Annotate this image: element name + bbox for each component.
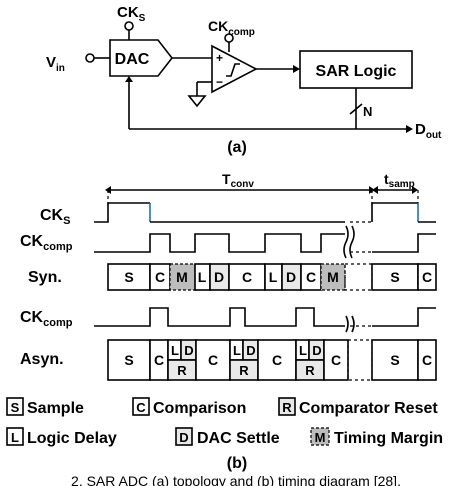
comparator-minus: − [216,75,223,89]
asyn-cell-text: C [272,352,282,368]
asyn-cell [417,339,437,381]
legend-label: Timing Margin [334,430,443,447]
syn-cell-text: D [286,269,296,285]
legend-key-box [6,397,24,416]
row-label-cks: CKS [40,207,70,227]
asyn-cell-text: S [390,352,399,368]
asyn-cell-text: D [312,343,321,358]
asyn-cell-text: R [305,363,315,378]
legend-key: M [315,430,326,445]
tconv-label: Tconv [222,171,254,190]
dac-label: DAC [115,51,150,68]
asyn-cell-text: L [299,343,307,358]
legend-key-box [310,427,330,446]
legend-label: DAC Settle [197,430,280,447]
asyn-cell-text: R [239,363,249,378]
asyn-cell-text: D [184,343,193,358]
legend-key: L [11,430,19,445]
legend-key: R [282,400,292,415]
syn-cell-text: C [306,269,316,285]
syn-cell-text: C [155,269,165,285]
asyn-break-gap [347,339,373,381]
syn-cell-text: M [327,269,339,285]
dac-block [109,39,174,77]
bus-width-label: N [363,104,372,119]
row-label-ckcomp-asyn: CKcomp [20,309,73,329]
dout-label: Dout [415,121,442,141]
caption-b: (b) [227,455,247,472]
ckcomp-top-label: CKcomp [208,18,255,38]
row-label-ckcomp-syn: CKcomp [20,233,73,253]
legend-key: D [179,430,188,445]
vin-label: Vin [46,54,65,74]
asyn-cell-text: C [422,352,432,368]
asyn-cell-text: D [246,343,255,358]
syn-cell [417,263,437,291]
row-label-syn: Syn. [28,269,62,286]
syn-cell-text: C [242,269,252,285]
figure-caption: 2. SAR ADC (a) topology and (b) timing d… [71,473,401,486]
syn-cell-text: L [269,269,278,285]
syn-cell [371,263,419,291]
legend-key: S [11,400,20,415]
legend-label: Comparator Reset [299,400,438,417]
vin-terminal [85,53,95,63]
legend-key-box [175,427,193,446]
ground-symbol [187,95,207,108]
ckcomp-asyn-waveform [94,307,345,327]
syn-break-gap [344,263,373,291]
dout-arrow [406,125,413,133]
syn-cell-text: M [176,269,188,285]
syn-cell-text: D [214,269,224,285]
asyn-cell [107,339,151,381]
sar-logic-block [299,50,413,89]
asyn-cell-text: C [331,352,341,368]
ckcomp-syn-waveform [94,233,345,253]
syn-row: S C M L D C L D C M S C [107,263,437,291]
legend-label: Sample [27,400,84,417]
cks-waveform [94,202,150,223]
cks-top-label: CKS [117,4,146,24]
legend-label: Comparison [153,400,246,417]
asyn-cell-text: L [171,343,179,358]
arrow-to-sar [293,65,300,73]
cks-terminal [124,21,134,31]
tsamp-label: tsamp [384,171,415,190]
legend-key: C [136,400,146,415]
caption-a: (a) [227,139,247,156]
syn-cell-text: S [390,269,399,285]
legend: S Sample C Comparison R Comparator Reset… [6,397,443,447]
legend-key-box [132,397,150,416]
syn-cell-text: L [198,269,207,285]
legend-key-box [6,427,24,446]
feedback-arrow [125,76,133,82]
legend-label: Logic Delay [27,430,117,447]
asyn-cell-text: C [208,352,218,368]
asyn-cell-text: C [154,352,164,368]
asyn-cell [257,339,297,381]
row-label-asyn: Asyn. [20,351,64,368]
timing-diagram: Tconv tsamp CKS CKcomp Syn. CKcomp Asyn. [20,171,437,381]
asyn-cell [371,339,419,381]
syn-cell [107,263,151,291]
syn-cell-text: C [422,269,432,285]
asyn-cell-text: R [177,363,187,378]
asyn-cell-text: S [124,352,133,368]
sar-logic-label: SAR Logic [316,63,397,80]
legend-key-box [278,397,296,416]
syn-cell-margin [320,263,346,291]
asyn-cell-text: L [233,343,241,358]
syn-cell-text: S [124,269,133,285]
ckcomp-terminal [224,33,234,43]
comparator-plus: + [216,51,223,65]
asyn-row: S C L D R C L D R C L D R C S C [107,339,437,381]
topology-diagram: CKS Vin DAC CKcomp + − SAR Logic [46,4,442,156]
syn-cell [228,263,266,291]
